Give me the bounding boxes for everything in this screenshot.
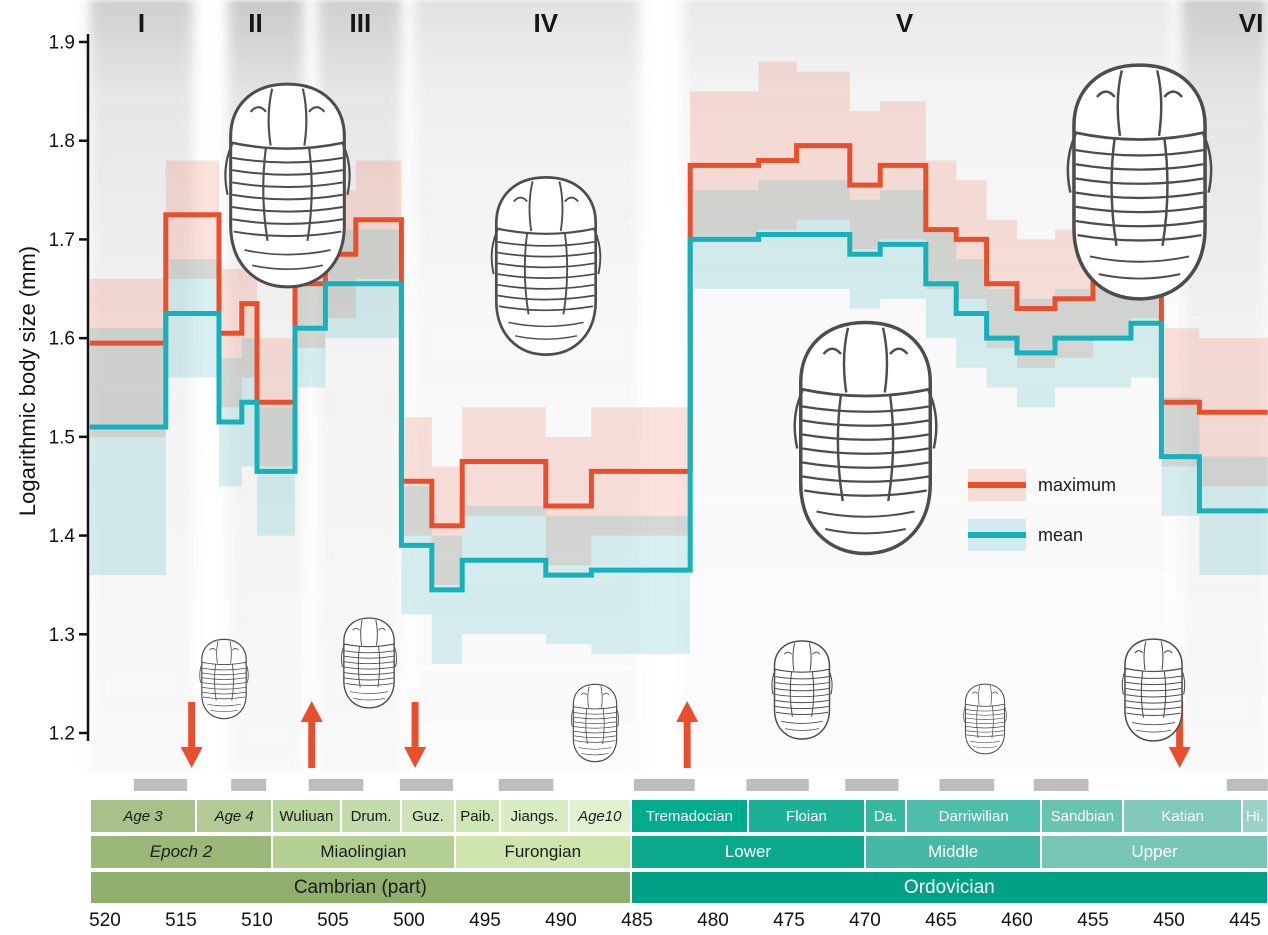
sampling-bar (633, 779, 695, 791)
x-tick-label: 460 (1001, 910, 1033, 931)
x-tick-label: 470 (849, 910, 881, 931)
sampling-bar (399, 779, 454, 791)
y-tick-label: 1.3 (49, 625, 75, 646)
x-tick-label: 485 (621, 910, 653, 931)
trend-up-arrow-icon (300, 701, 323, 768)
legend-label-mean: mean (1038, 524, 1084, 545)
sampling-bar (231, 779, 267, 791)
zone-label-v: V (896, 8, 914, 38)
y-tick-label: 1.2 (49, 723, 75, 744)
sampling-bar (939, 779, 995, 791)
x-tick-label: 465 (925, 910, 957, 931)
mean-confidence-band (89, 180, 1268, 664)
y-tick-label: 1.9 (49, 33, 75, 54)
x-tick-label: 520 (89, 910, 121, 931)
sampling-bar (133, 779, 188, 791)
x-tick-label: 450 (1153, 910, 1185, 931)
zone-shading-band (413, 0, 641, 772)
maximum-swatch-icon (968, 469, 1026, 501)
zone-label-ii: II (248, 8, 262, 38)
y-tick-label: 1.5 (49, 427, 75, 448)
zone-shading-band (89, 0, 194, 772)
x-tick-label: 515 (165, 910, 197, 931)
x-tick-label: 500 (393, 910, 425, 931)
x-tick-label: 480 (697, 910, 729, 931)
zone-label-i: I (138, 8, 145, 38)
zone-shading-band (317, 0, 402, 772)
sampling-bar (746, 779, 809, 791)
trend-up-arrow-icon (676, 701, 699, 768)
zone-label-vi: VI (1239, 8, 1264, 38)
trend-down-arrow-icon (404, 702, 427, 768)
zone-label-iii: III (350, 8, 372, 38)
maximum-confidence-band (89, 61, 1268, 585)
legend-label-maximum: maximum (1038, 474, 1117, 495)
sampling-bar (498, 779, 554, 791)
y-tick-label: 1.7 (49, 230, 75, 251)
x-tick-label: 490 (545, 910, 577, 931)
x-tick-label: 475 (773, 910, 805, 931)
mean-swatch-icon (968, 519, 1026, 551)
legend-item-maximum: maximum (968, 468, 1116, 502)
y-axis-title: Logarithmic body size (mm) (15, 245, 40, 517)
sampling-bar (1226, 779, 1268, 791)
trend-down-arrow-icon (180, 702, 203, 768)
sampling-bar (308, 779, 364, 791)
legend-item-mean: mean (968, 518, 1116, 552)
x-tick-label: 445 (1229, 910, 1261, 931)
mean-step-line (89, 232, 1268, 593)
legend: maximum mean (968, 468, 1116, 568)
zone-label-iv: IV (534, 8, 559, 38)
y-tick-label: 1.8 (49, 131, 75, 152)
sampling-bar (1033, 779, 1089, 791)
y-tick-label: 1.4 (49, 526, 76, 547)
x-tick-label: 495 (469, 910, 501, 931)
x-tick-label: 505 (317, 910, 349, 931)
x-tick-label: 455 (1077, 910, 1109, 931)
sampling-bar (845, 779, 899, 791)
y-tick-label: 1.6 (49, 329, 75, 350)
x-tick-label: 510 (241, 910, 273, 931)
